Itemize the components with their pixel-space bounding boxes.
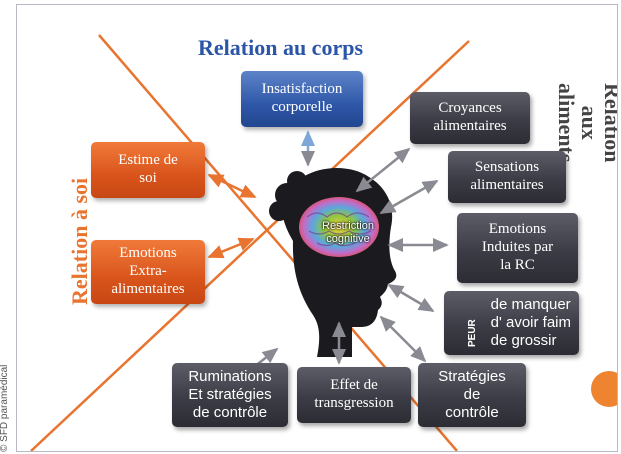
box-croyances-alimentaires: Croyances alimentaires [410, 92, 530, 144]
peur-label: PEUR [467, 319, 478, 347]
copyright-credit: © SFD paramédical [0, 364, 10, 452]
box-label: Stratégies de contrôle [438, 368, 506, 421]
diagram-frame: Relation au corps Relation à soi Relatio… [16, 4, 618, 452]
arrow-strategies [379, 315, 427, 363]
box-label: Effet de transgression [314, 377, 394, 411]
box-emotions-induites: Emotions Induites par la RC [457, 213, 578, 283]
diagram-lines [30, 34, 470, 451]
arrow-sensations [379, 179, 439, 215]
box-effet-de-transgression: Effet de transgression [297, 367, 411, 423]
title-relation-aux-aliments: Relation aux aliments [553, 83, 618, 163]
box-label: Croyances alimentaires [433, 100, 507, 134]
box-label: de manquer d' avoir faim de grossir [490, 296, 571, 349]
accent-dot [591, 371, 617, 407]
title-relation-au-corps: Relation au corps [198, 35, 363, 60]
box-emotions-extra-alimentaires: Emotions Extra- alimentaires [91, 240, 205, 304]
arrow-emotions-extra [207, 237, 255, 259]
box-peur: de manquer d' avoir faim de grossir [444, 291, 579, 355]
title-relation-a-soi: Relation à soi [67, 177, 92, 305]
box-sensations-alimentaires: Sensations alimentaires [448, 151, 566, 203]
box-estime-de-soi: Estime de soi [91, 142, 205, 198]
head-silhouette [269, 168, 397, 357]
box-label: Emotions Extra- alimentaires [111, 245, 185, 297]
box-ruminations: Ruminations Et stratégies de contrôle [172, 363, 288, 427]
arrow-croyances [355, 147, 411, 193]
box-insatisfaction-corporelle: Insatisfaction corporelle [241, 71, 363, 127]
brain-label-restriction-cognitive: Restriction cognitive [322, 220, 374, 245]
box-label: Insatisfaction corporelle [261, 81, 343, 115]
arrow-peur [387, 283, 435, 313]
arrow-estime [207, 173, 257, 199]
box-label: Ruminations Et stratégies de contrôle [188, 368, 272, 421]
box-label: Sensations alimentaires [470, 159, 544, 193]
brain-illustration [299, 197, 379, 257]
box-label: Estime de soi [118, 152, 178, 186]
box-label: Emotions Induites par la RC [481, 221, 554, 273]
box-strategies-de-controle: Stratégies de contrôle [418, 363, 526, 427]
